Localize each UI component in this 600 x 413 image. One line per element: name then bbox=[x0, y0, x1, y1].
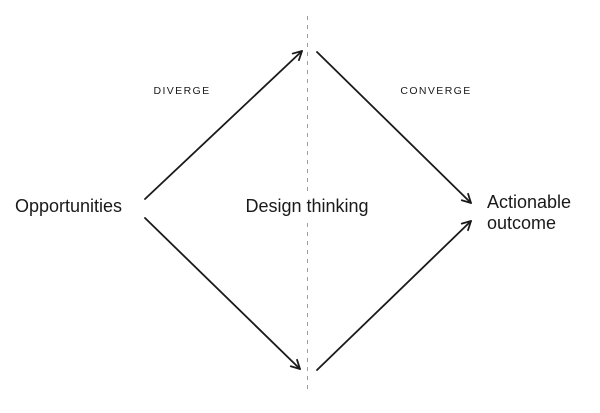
actionable-outcome-line2: outcome bbox=[487, 213, 557, 233]
design-thinking-label: Design thinking bbox=[237, 194, 377, 219]
arrow-diverge-down bbox=[144, 217, 301, 370]
arrow-converge-up bbox=[316, 220, 472, 371]
diverge-phase-label: DIVERGE bbox=[153, 85, 211, 97]
arrow-diverge-up bbox=[144, 50, 303, 200]
actionable-outcome-label: Actionable outcome bbox=[487, 192, 571, 234]
arrow-converge-down bbox=[316, 51, 472, 204]
converge-phase-label: CONVERGE bbox=[400, 85, 472, 97]
actionable-outcome-line1: Actionable bbox=[487, 192, 572, 212]
opportunities-label: Opportunities bbox=[15, 196, 123, 216]
